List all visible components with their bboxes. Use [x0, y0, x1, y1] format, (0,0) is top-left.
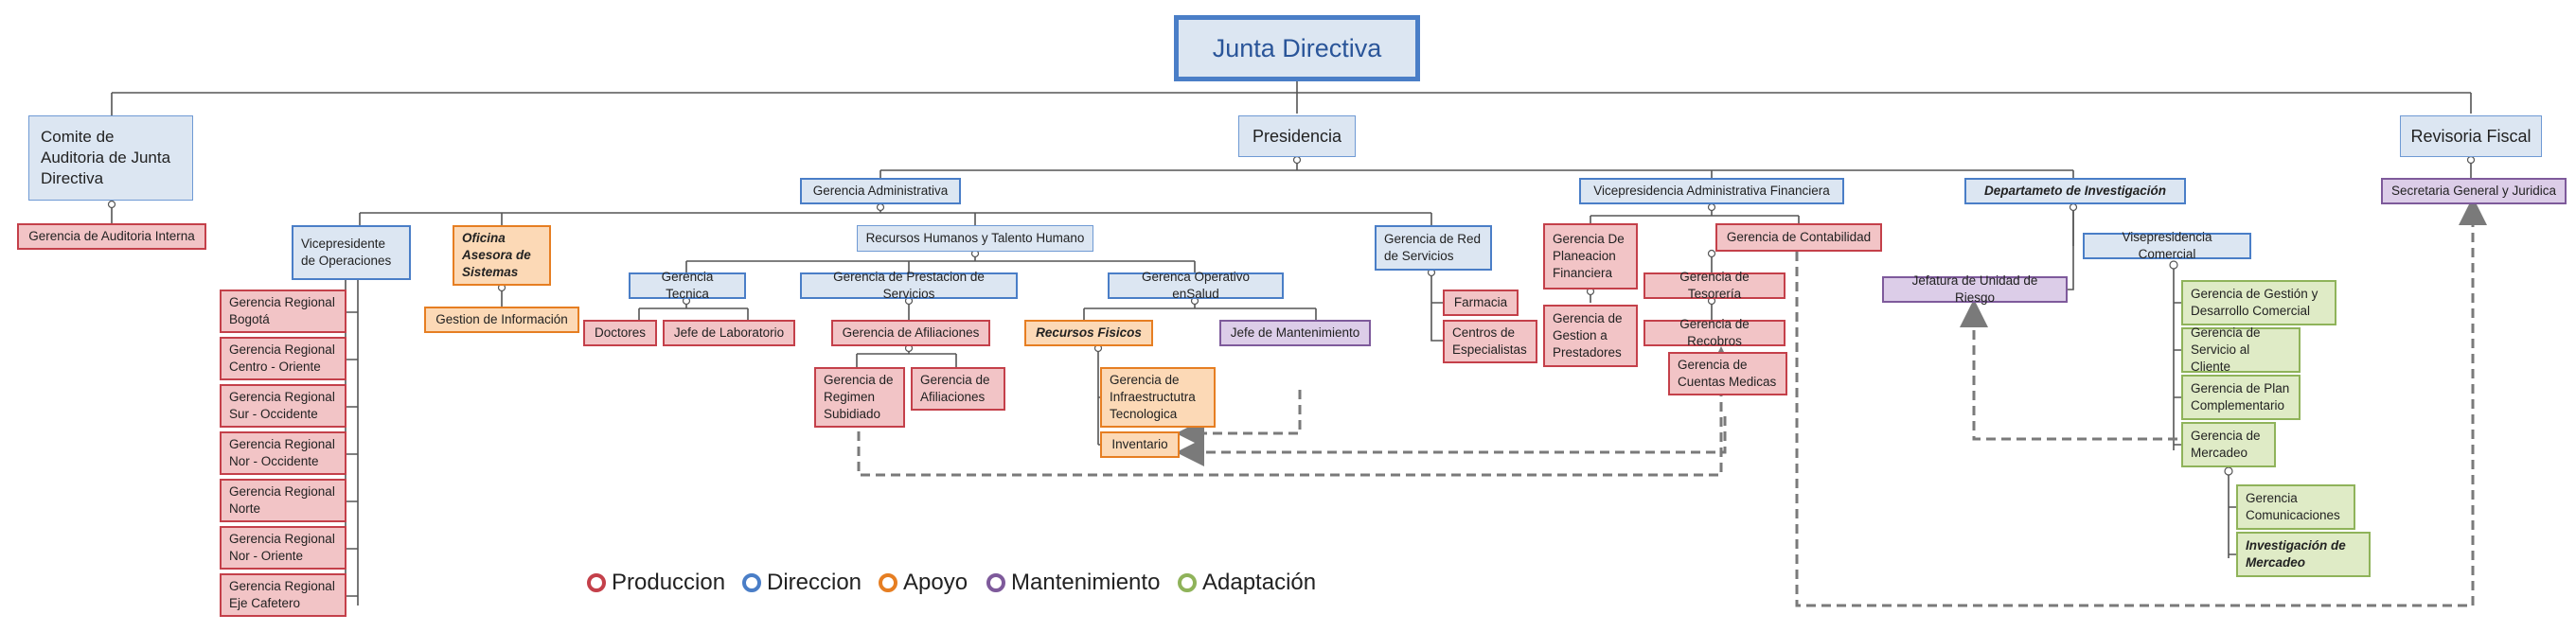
node-gerencia-servicio-cliente[interactable]: Gerencia de Servicio al Cliente — [2181, 325, 2301, 374]
node-vp-operaciones[interactable]: Vicepresidente de Operaciones — [292, 225, 411, 280]
legend-label: Adaptación — [1202, 570, 1317, 595]
legend-swatch — [587, 573, 606, 592]
node-gerencia-plan-complementario[interactable]: Gerencia de Plan Complementario — [2181, 375, 2301, 420]
node-gerencia-regional[interactable]: Gerencia Regional Bogotá — [220, 290, 346, 333]
node-gerencia-red-servicios[interactable]: Gerencia de Red de Servicios — [1375, 225, 1492, 271]
node-gerencia-auditoria-interna[interactable]: Gerencia de Auditoria Interna — [17, 223, 206, 250]
node-gerencia-gestion-prestadores[interactable]: Gerencia de Gestion a Prestadores — [1543, 305, 1638, 367]
node-gerencia-mercadeo[interactable]: Gerencia de Mercadeo — [2181, 422, 2276, 467]
node-vp-comercial[interactable]: Visepresidencia Comercial — [2083, 230, 2251, 261]
node-gerencia-regional[interactable]: Gerencia Regional Eje Cafetero — [220, 573, 346, 617]
legend-label: Mantenimiento — [1011, 570, 1161, 595]
node-recursos-humanos[interactable]: Recursos Humanos y Talento Humano — [857, 225, 1093, 252]
node-doctores[interactable]: Doctores — [583, 320, 657, 346]
node-farmacia[interactable]: Farmacia — [1443, 290, 1519, 316]
node-presidencia[interactable]: Presidencia — [1238, 115, 1356, 157]
node-gerencia-regional[interactable]: Gerencia Regional Nor - Occidente — [220, 431, 346, 475]
node-vp-administrativa-financiera[interactable]: Vicepresidencia Administrativa Financier… — [1579, 178, 1844, 204]
legend-label: Apoyo — [903, 570, 968, 595]
node-gerencia-tecnica[interactable]: Gerencia Tecnica — [629, 270, 746, 301]
node-gerencia-regional[interactable]: Gerencia Regional Centro - Oriente — [220, 337, 346, 380]
node-gerencia-gestion-desarrollo[interactable]: Gerencia de Gestión y Desarrollo Comerci… — [2181, 280, 2336, 325]
node-gerencia-contabilidad[interactable]: Gerencia de Contabilidad — [1715, 223, 1882, 252]
node-gerencia-regional[interactable]: Gerencia Regional Sur - Occidente — [220, 384, 346, 428]
node-oficina-asesora-sistemas[interactable]: Oficina Asesora de Sistemas — [453, 225, 551, 286]
legend-swatch — [1178, 573, 1197, 592]
node-centros-especialistas[interactable]: Centros de Especialistas — [1443, 320, 1537, 363]
legend-item: Mantenimiento — [986, 570, 1160, 596]
node-departamento-investigacion[interactable]: Departameto de Investigación — [1964, 178, 2186, 204]
node-gerencia-afiliaciones-2[interactable]: Gerencia de Afiliaciones — [911, 367, 1005, 411]
node-gerencia-cuentas-medicas[interactable]: Gerencia de Cuentas Medicas — [1668, 352, 1787, 395]
node-secretaria-general[interactable]: Secretaria General y Juridica — [2381, 178, 2567, 204]
node-gerencia-regional[interactable]: Gerencia Regional Nor - Oriente — [220, 526, 346, 570]
node-gerencia-afiliaciones[interactable]: Gerencia de Afiliaciones — [831, 320, 990, 346]
legend-item: Direccion — [742, 570, 862, 596]
node-gerencia-regimen-subsidiado[interactable]: Gerencia de Regimen Subidiado — [814, 367, 905, 428]
node-gerencia-prestacion-servicios[interactable]: Gerencia de Prestacion de Servicios — [800, 270, 1018, 301]
node-recursos-fisicos[interactable]: Recursos Fisicos — [1024, 320, 1153, 346]
node-inventario[interactable]: Inventario — [1100, 431, 1180, 458]
node-jefatura-unidad-riesgo[interactable]: Jefatura de Unidad de Riesgo — [1882, 273, 2068, 305]
node-gestion-informacion[interactable]: Gestion de Información — [424, 307, 579, 333]
legend-item: Apoyo — [879, 570, 968, 596]
legend-swatch — [986, 573, 1005, 592]
legend-item: Adaptación — [1178, 570, 1316, 596]
legend-swatch — [742, 573, 761, 592]
node-comite-auditoria[interactable]: Comite de Auditoria de Junta Directiva — [28, 115, 193, 201]
node-gerencia-administrativa[interactable]: Gerencia Administrativa — [800, 178, 961, 204]
node-gerencia-planeacion-financiera[interactable]: Gerencia De Planeacion Financiera — [1543, 223, 1638, 290]
legend-item: Produccion — [587, 570, 725, 596]
node-gerencia-tesoreria[interactable]: Gerencia de Tesorería — [1643, 270, 1785, 301]
node-gerencia-recobros[interactable]: Gerencia de Recobros — [1643, 317, 1785, 348]
node-jefe-mantenimiento[interactable]: Jefe de Mantenimiento — [1219, 320, 1371, 346]
node-revisoria-fiscal[interactable]: Revisoria Fiscal — [2400, 115, 2542, 157]
node-gerencia-operativo-ensalud[interactable]: Gerenca Operativo enSalud — [1108, 270, 1284, 301]
legend-label: Produccion — [612, 570, 726, 595]
node-junta-directiva[interactable]: Junta Directiva — [1174, 15, 1420, 81]
node-gerencia-regional[interactable]: Gerencia Regional Norte — [220, 479, 346, 522]
node-jefe-laboratorio[interactable]: Jefe de Laboratorio — [663, 320, 795, 346]
node-investigacion-mercadeo[interactable]: Investigación de Mercadeo — [2236, 532, 2371, 577]
node-gerencia-comunicaciones[interactable]: Gerencia Comunicaciones — [2236, 484, 2355, 530]
legend-label: Direccion — [767, 570, 862, 595]
legend-swatch — [879, 573, 897, 592]
node-gerencia-infraestructura[interactable]: Gerencia de Infraestructutra Tecnologica — [1100, 367, 1216, 428]
